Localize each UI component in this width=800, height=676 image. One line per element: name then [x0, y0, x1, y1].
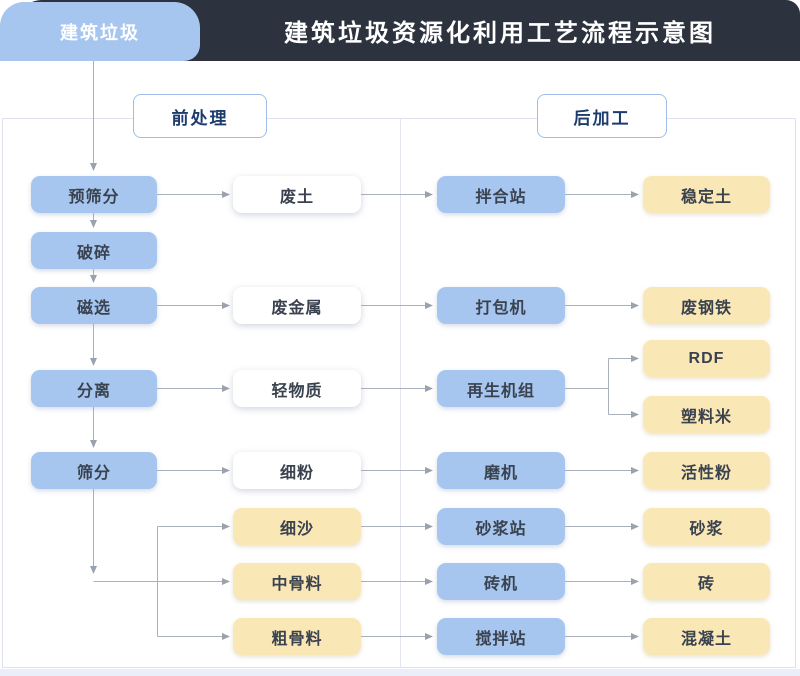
node-fine-powder: 细粉	[233, 452, 361, 489]
node-light-material: 轻物质	[233, 370, 361, 407]
node-baler: 打包机	[437, 287, 565, 324]
node-mill: 磨机	[437, 452, 565, 489]
node-screening: 筛分	[31, 452, 157, 489]
panel-divider	[400, 118, 401, 668]
node-mortar: 砂浆	[643, 508, 770, 545]
node-concrete-plant: 搅拌站	[437, 618, 565, 655]
node-magnetic-separation: 磁选	[31, 287, 157, 324]
node-brick: 砖	[643, 563, 770, 600]
node-plastic-pellets: 塑料米	[643, 396, 770, 433]
node-rdf: RDF	[643, 340, 770, 377]
node-mortar-plant: 砂浆站	[437, 508, 565, 545]
bottom-strip	[0, 669, 800, 676]
source-tab: 建筑垃圾	[0, 2, 200, 61]
node-crushing: 破碎	[31, 232, 157, 269]
node-regeneration-unit: 再生机组	[437, 370, 565, 407]
node-medium-aggregate: 中骨料	[233, 563, 361, 600]
page-title: 建筑垃圾资源化利用工艺流程示意图	[284, 20, 716, 47]
node-concrete: 混凝土	[643, 618, 770, 655]
node-fine-sand: 细沙	[233, 508, 361, 545]
node-pre-screening: 预筛分	[31, 176, 157, 213]
node-separation: 分离	[31, 370, 157, 407]
node-mixing-plant: 拌合站	[437, 176, 565, 213]
node-waste-metal: 废金属	[233, 287, 361, 324]
node-coarse-aggregate: 粗骨料	[233, 618, 361, 655]
node-stabilized-soil: 稳定土	[643, 176, 770, 213]
node-waste-soil: 废土	[233, 176, 361, 213]
node-brick-machine: 砖机	[437, 563, 565, 600]
section-label-preprocessing: 前处理	[133, 94, 267, 138]
node-scrap-steel: 废钢铁	[643, 287, 770, 324]
node-active-powder: 活性粉	[643, 452, 770, 489]
section-label-postprocessing: 后加工	[537, 94, 667, 138]
